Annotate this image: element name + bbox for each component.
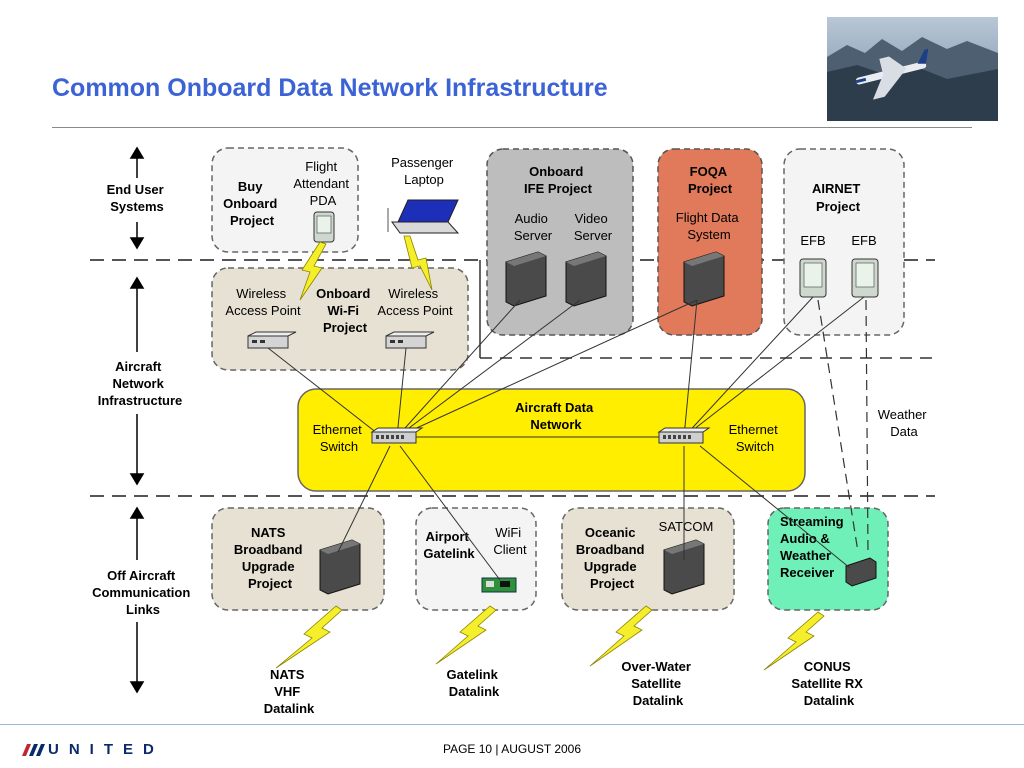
efb-2-label: EFB <box>851 233 876 248</box>
ethernet-switch-1-label: Ethernet Switch <box>313 422 366 454</box>
footer-page-label: PAGE 10 | AUGUST 2006 <box>442 742 582 756</box>
layer-arrow-end-user <box>129 146 145 250</box>
wireless-ap-2-label: Wireless Access Point <box>377 286 453 318</box>
layer-label-off-aircraft: Off Aircraft Communication Links <box>92 568 194 617</box>
video-server-label: Video Server <box>574 211 613 243</box>
ethernet-switch-2-icon <box>657 427 711 444</box>
flight-data-system-label: Flight Data System <box>676 210 743 242</box>
flight-data-server-icon <box>683 251 725 307</box>
lightning-pda-icon <box>299 241 327 301</box>
efb-2-icon <box>851 258 879 298</box>
onboard-ife-label: Onboard IFE Project <box>524 164 593 196</box>
ethernet-switch-1-icon <box>370 427 424 444</box>
layer-arrow-off-aircraft <box>129 506 145 694</box>
access-point-1-icon <box>247 331 297 349</box>
wifi-client-card-icon <box>481 577 517 593</box>
layer-label-end-user: End User Systems <box>107 182 168 214</box>
weather-data-links <box>817 299 869 553</box>
video-server-icon <box>565 251 607 307</box>
wireless-ap-1-label: Wireless Access Point <box>225 286 301 318</box>
nats-broadband-label: NATS Broadband Upgrade Project <box>234 525 306 591</box>
slide-title: Common Onboard Data Network Infrastructu… <box>52 74 608 102</box>
connection-lines <box>267 296 865 581</box>
over-water-datalink-label: Over-Water Satellite Datalink <box>621 659 694 708</box>
audio-server-label: Audio Server <box>514 211 553 243</box>
streaming-receiver-icon <box>845 557 877 587</box>
weather-data-label: Weather Data <box>878 407 931 439</box>
united-tulip-icon <box>22 744 45 756</box>
streaming-receiver-label: Streaming Audio & Weather Receiver <box>780 514 847 580</box>
laptop-icon <box>387 199 460 234</box>
flight-attendant-pda-label: Flight Attendant PDA <box>293 159 352 208</box>
audio-server-icon <box>505 251 547 307</box>
onboard-wifi-label: Onboard Wi-Fi Project <box>316 286 374 335</box>
lightning-overwater-icon <box>589 605 653 667</box>
united-logo-text: UNITED <box>48 741 164 758</box>
aircraft-data-network-box <box>297 388 806 492</box>
airport-gatelink-label: Airport Gatelink <box>423 529 475 561</box>
airplane-photo <box>827 17 998 121</box>
efb-1-label: EFB <box>800 233 825 248</box>
wifi-client-label: WiFi Client <box>493 525 527 557</box>
aircraft-data-network-label: Aircraft Data Network <box>515 400 597 432</box>
buy-onboard-label: Buy Onboard Project <box>223 179 281 228</box>
layer-label-aircraft: Aircraft Network Infrastructure <box>98 359 183 408</box>
footer-divider <box>0 724 1024 725</box>
layer-arrow-aircraft <box>129 276 145 486</box>
efb-1-icon <box>799 258 827 298</box>
lightning-conus-icon <box>763 611 825 671</box>
gatelink-datalink-label: Gatelink Datalink <box>447 667 502 699</box>
pda-icon <box>313 211 335 243</box>
access-point-2-icon <box>385 331 435 349</box>
airnet-label: AIRNET Project <box>812 181 864 214</box>
ethernet-switch-2-label: Ethernet Switch <box>729 422 782 454</box>
satcom-label: SATCOM <box>659 519 714 534</box>
conus-datalink-label: CONUS Satellite RX Datalink <box>791 659 866 708</box>
oceanic-broadband-label: Oceanic Broadband Upgrade Project <box>576 525 648 591</box>
foqa-label: FOQA Project <box>688 164 733 196</box>
lightning-gatelink-icon <box>435 605 497 665</box>
title-divider <box>52 127 972 128</box>
passenger-laptop-label: Passenger Laptop <box>391 155 457 187</box>
lightning-laptop-icon <box>403 235 433 291</box>
lightning-nats-icon <box>275 605 343 669</box>
nats-vhf-datalink-label: NATS VHF Datalink <box>264 667 315 716</box>
